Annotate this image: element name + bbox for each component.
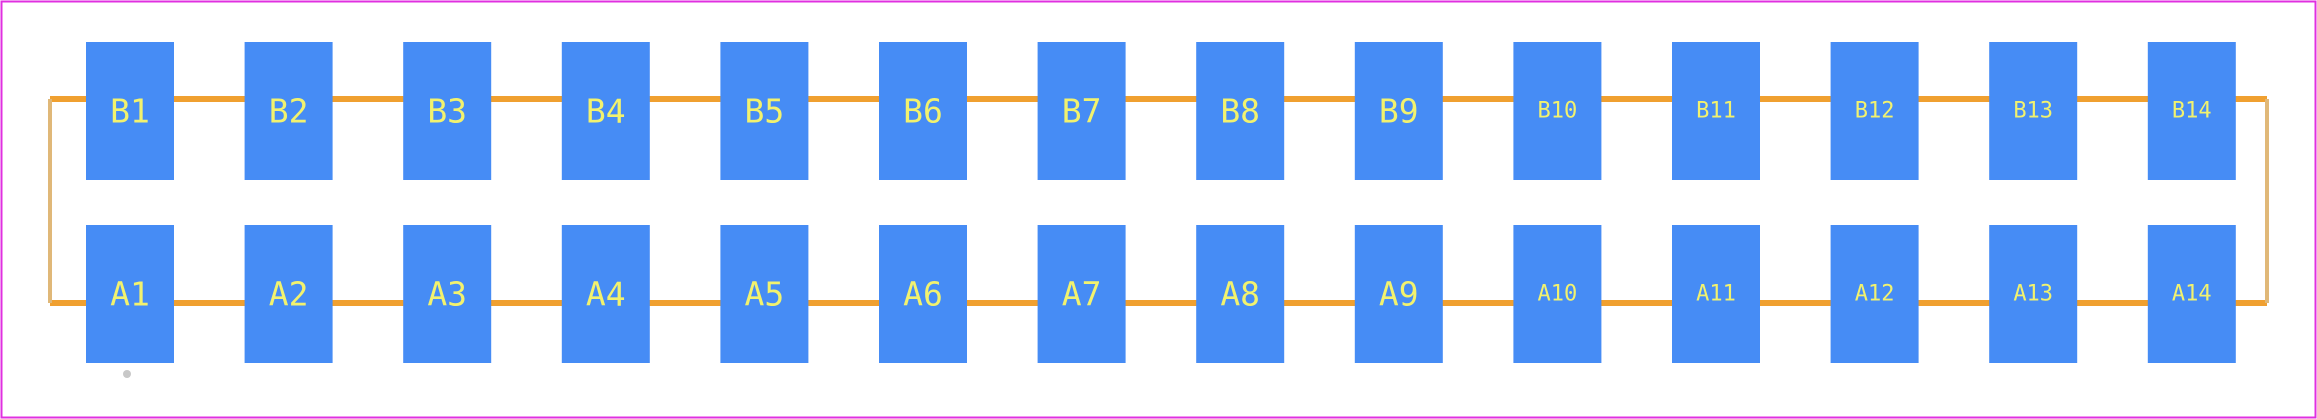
pad-shape	[1037, 42, 1126, 180]
pad-shape	[1672, 225, 1760, 363]
pad-shape	[1513, 225, 1602, 363]
pad-label: A13	[2013, 282, 2053, 307]
pad-a12: A12	[1830, 225, 1919, 363]
pad-label: B9	[1379, 92, 1419, 131]
pad-a3: A3	[403, 225, 492, 363]
pad-shape	[561, 42, 650, 180]
pad-shape	[1830, 225, 1919, 363]
pad-a11: A11	[1672, 225, 1760, 363]
pad-label: B3	[427, 92, 467, 131]
pad-label: B5	[745, 92, 785, 131]
pad-label: B13	[2013, 99, 2053, 124]
pad-b3: B3	[403, 42, 492, 180]
pad-shape	[403, 42, 492, 180]
pad-a8: A8	[1196, 225, 1285, 363]
pad-shape	[1672, 42, 1760, 180]
pad-b5: B5	[720, 42, 809, 180]
pad-b8: B8	[1196, 42, 1285, 180]
pad-shape	[1196, 42, 1285, 180]
pad-label: A6	[903, 275, 943, 314]
pad-shape	[86, 42, 174, 180]
pad-a10: A10	[1513, 225, 1602, 363]
pad-label: A8	[1220, 275, 1260, 314]
pad-shape	[1513, 42, 1602, 180]
pad-label: A3	[427, 275, 467, 314]
pad-label: B6	[903, 92, 943, 131]
pad-label: A11	[1696, 282, 1736, 307]
pad-shape	[403, 225, 492, 363]
pad-a4: A4	[561, 225, 650, 363]
pad-shape	[1354, 225, 1443, 363]
pad-label: B1	[110, 92, 150, 131]
pin1-marker	[123, 370, 131, 378]
pad-label: B7	[1062, 92, 1102, 131]
pad-b12: B12	[1830, 42, 1919, 180]
pad-label: A2	[269, 275, 309, 314]
pad-shape	[2147, 42, 2236, 180]
pad-label: A4	[586, 275, 626, 314]
pad-a13: A13	[1989, 225, 2078, 363]
pad-shape	[561, 225, 650, 363]
pad-label: A9	[1379, 275, 1419, 314]
pad-b7: B7	[1037, 42, 1126, 180]
pad-b13: B13	[1989, 42, 2078, 180]
pad-shape	[1830, 42, 1919, 180]
pad-b11: B11	[1672, 42, 1760, 180]
pad-shape	[1354, 42, 1443, 180]
pad-b4: B4	[561, 42, 650, 180]
pad-shape	[1989, 42, 2078, 180]
pad-a9: A9	[1354, 225, 1443, 363]
pad-label: B2	[269, 92, 309, 131]
pad-label: A5	[745, 275, 785, 314]
pad-shape	[2147, 225, 2236, 363]
pad-shape	[1989, 225, 2078, 363]
pad-a1: A1	[86, 225, 174, 363]
pad-label: A7	[1062, 275, 1102, 314]
pad-label: A10	[1538, 282, 1578, 307]
pad-b9: B9	[1354, 42, 1443, 180]
pad-shape	[244, 225, 333, 363]
pad-a2: A2	[244, 225, 333, 363]
pad-shape	[244, 42, 333, 180]
pad-b1: B1	[86, 42, 174, 180]
pad-label: B8	[1220, 92, 1260, 131]
pad-shape	[720, 225, 809, 363]
pad-shape	[86, 225, 174, 363]
pad-label: A12	[1855, 282, 1895, 307]
pad-a14: A14	[2147, 225, 2236, 363]
pad-shape	[1196, 225, 1285, 363]
pad-b10: B10	[1513, 42, 1602, 180]
pad-b14: B14	[2147, 42, 2236, 180]
pad-label: A1	[110, 275, 150, 314]
pad-label: B14	[2172, 99, 2212, 124]
pad-label: B11	[1696, 99, 1736, 124]
pad-label: A14	[2172, 282, 2212, 307]
pad-a7: A7	[1037, 225, 1126, 363]
pad-shape	[879, 225, 967, 363]
pad-label: B10	[1538, 99, 1578, 124]
pad-shape	[1037, 225, 1126, 363]
pad-label: B4	[586, 92, 626, 131]
pad-b2: B2	[244, 42, 333, 180]
pad-shape	[879, 42, 967, 180]
pad-b6: B6	[879, 42, 967, 180]
pad-shape	[720, 42, 809, 180]
outline-traces	[48, 96, 2269, 306]
pad-label: B12	[1855, 99, 1895, 124]
pad-a6: A6	[879, 225, 967, 363]
pad-a5: A5	[720, 225, 809, 363]
